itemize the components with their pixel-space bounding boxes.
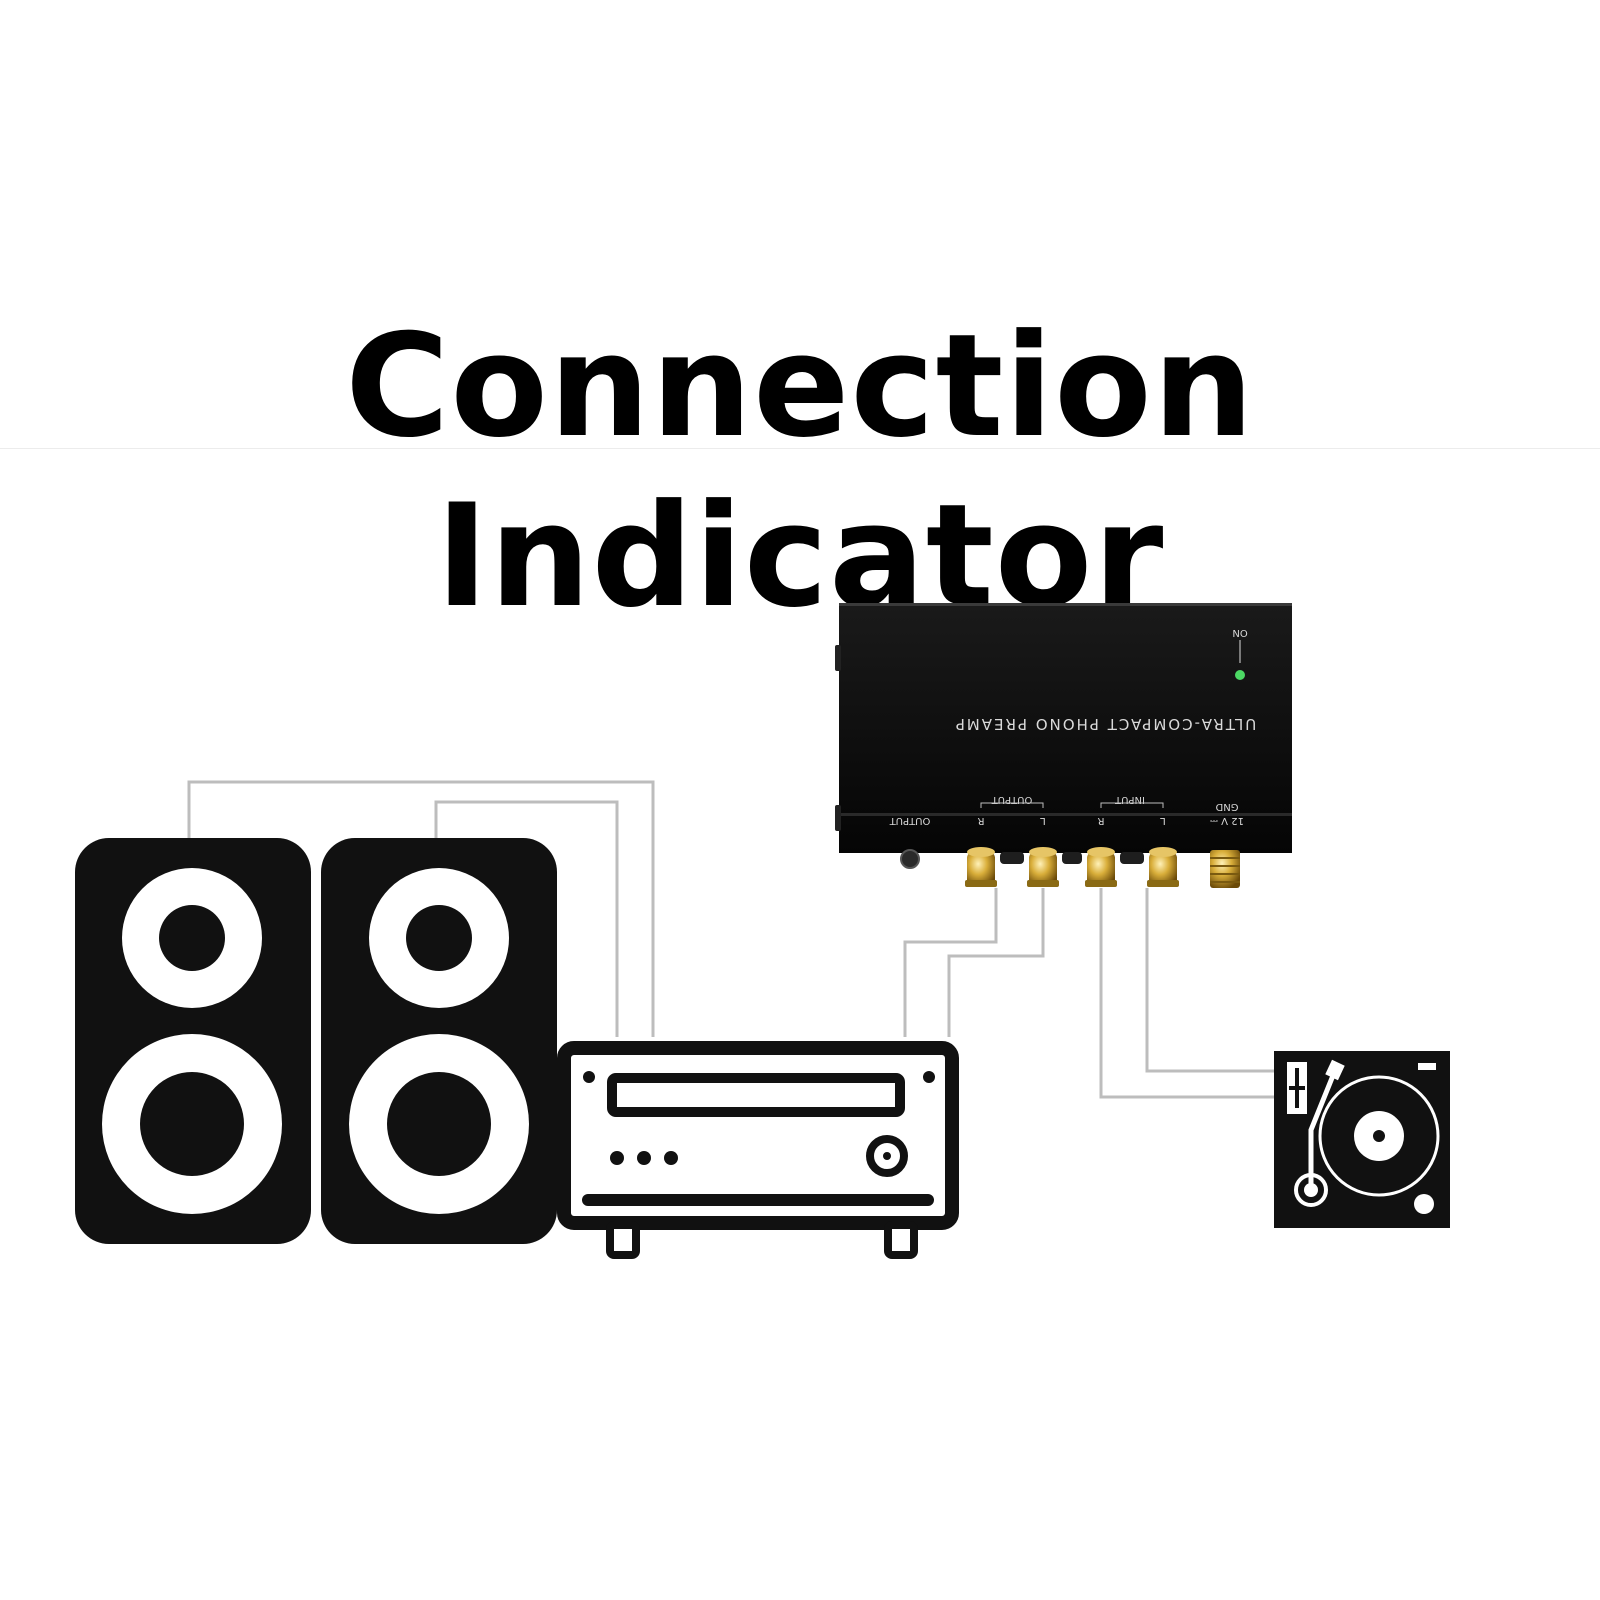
output-group-label: OUTPUT (991, 794, 1033, 805)
rca-jack-out-r (965, 847, 997, 887)
cable-preamp-in-l (1145, 888, 1278, 1073)
right-label-in: R (1097, 815, 1104, 826)
rca-jack-in-l (1147, 847, 1179, 887)
right-label-out: R (977, 815, 984, 826)
gnd-terminal (1210, 850, 1240, 888)
phono-preamp-device: ULTRA-COMPACT PHONO PREAMP ON OUTPUT R L… (835, 603, 1292, 888)
preamp-name: ULTRA-COMPACT PHONO PREAMP (954, 715, 1256, 733)
side-screw-bottom (835, 805, 841, 831)
rca-jack-in-r (1085, 847, 1117, 887)
output-jack (900, 849, 920, 869)
amplifier-icon (557, 1041, 959, 1259)
cable-left-speaker (187, 780, 655, 1037)
input-group-label: INPUT (1114, 794, 1145, 805)
left-label-in: L (1160, 815, 1166, 826)
speaker-icon (75, 838, 311, 1244)
cable-preamp-out-r (903, 888, 998, 1037)
power-label: 12 V ⎓ (1210, 815, 1244, 826)
output-jack-label: OUTPUT (889, 815, 931, 826)
turntable-icon (1274, 1051, 1450, 1228)
left-label-out: L (1040, 815, 1046, 826)
side-screw-top (835, 645, 841, 671)
title-divider (0, 448, 1600, 449)
cables (187, 780, 1278, 1099)
rca-jack-out-l (1027, 847, 1059, 887)
speaker-icon (321, 838, 557, 1244)
power-led-icon (1235, 670, 1245, 680)
gnd-label: GND (1215, 801, 1238, 812)
page-title: Connection Indicator (345, 304, 1255, 639)
cable-right-speaker (434, 800, 619, 1037)
cable-preamp-out-l (947, 888, 1045, 1037)
cable-preamp-in-r (1099, 888, 1278, 1099)
on-label: ON (1232, 627, 1247, 638)
